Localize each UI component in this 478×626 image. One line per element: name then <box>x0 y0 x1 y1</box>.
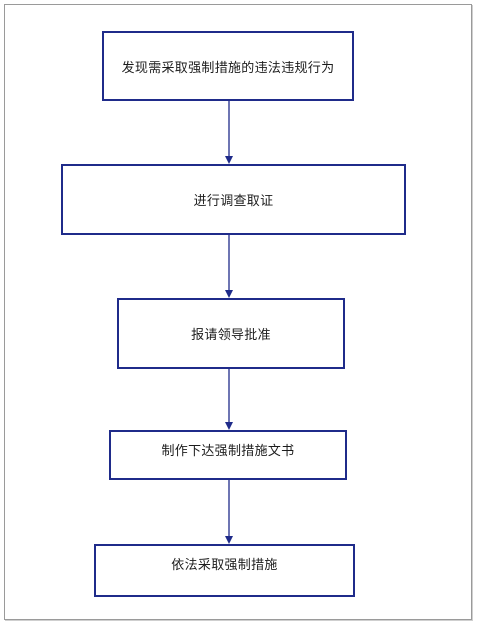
step-box-enforce-measures: 依法采取强制措施 <box>94 544 355 597</box>
step-box-request-approval: 报请领导批准 <box>117 298 345 369</box>
step-box-discover-violation: 发现需采取强制措施的违法违规行为 <box>102 31 354 101</box>
step-box-investigate: 进行调查取证 <box>61 164 406 235</box>
step-label: 制作下达强制措施文书 <box>161 443 295 459</box>
step-label: 进行调查取证 <box>193 194 274 209</box>
step-label: 报请领导批准 <box>191 328 271 343</box>
step-label: 发现需采取强制措施的违法违规行为 <box>121 60 335 76</box>
step-label: 依法采取强制措施 <box>171 558 278 573</box>
step-box-issue-document: 制作下达强制措施文书 <box>109 430 347 480</box>
